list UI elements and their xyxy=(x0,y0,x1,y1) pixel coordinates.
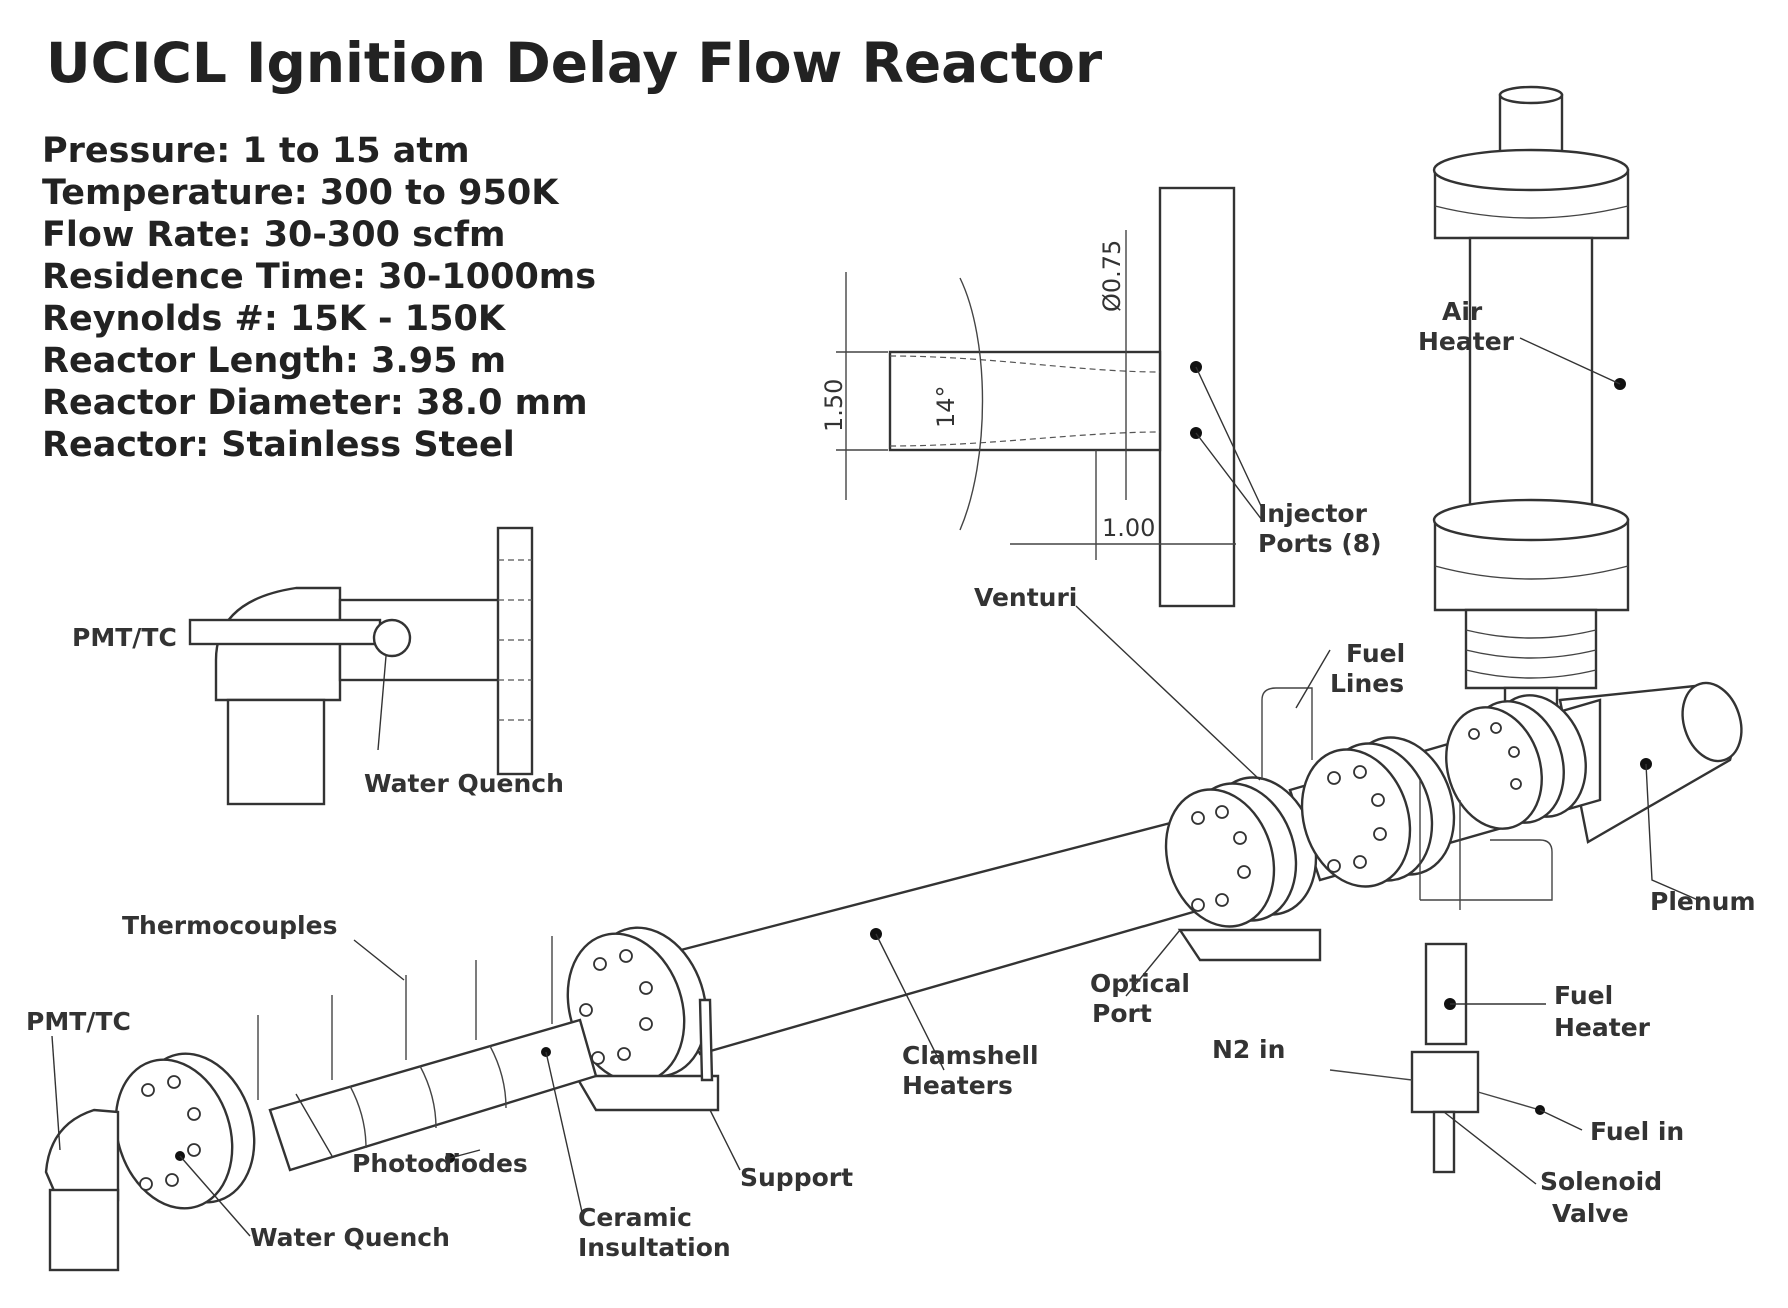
thermocouples-leader xyxy=(353,939,405,981)
label-plenum: Plenum xyxy=(1650,887,1756,916)
photodiodes-leader xyxy=(295,1093,481,1159)
injector-detail: 1.50 14° Ø0.75 1.00 xyxy=(820,186,1263,608)
label-photodiodes: Photodiodes xyxy=(352,1149,528,1178)
label-solenoid-valve-1: Solenoid xyxy=(1540,1167,1662,1196)
spec-reynolds: Reynolds #: 15K - 150K xyxy=(42,299,507,339)
label-fuel-lines-2: Lines xyxy=(1330,669,1404,698)
ceramic-section xyxy=(268,1018,598,1172)
label-air-heater-2: Heater xyxy=(1418,327,1515,356)
inset-quench-port xyxy=(372,618,412,658)
fuel-lines-leader xyxy=(1295,649,1331,709)
venturi-leader xyxy=(1075,605,1261,781)
label-venturi: Venturi xyxy=(974,583,1077,612)
label-fuel-heater-2: Heater xyxy=(1554,1013,1651,1042)
flange-stack-3 xyxy=(1445,694,1587,830)
dim-width: 1.00 xyxy=(1102,514,1155,542)
injector-flange-plate xyxy=(1158,186,1236,608)
spec-list: Pressure: 1 to 15 atm Temperature: 300 t… xyxy=(42,131,596,465)
fuel-heater xyxy=(1424,942,1468,1046)
optical-port-bracket xyxy=(1177,928,1322,962)
flange-stack-1 xyxy=(1164,776,1318,928)
label-water-quench: Water Quench xyxy=(250,1223,450,1252)
dim-angle-arc xyxy=(959,277,984,531)
label-clamshell-heaters-2: Heaters xyxy=(902,1071,1013,1100)
diagram-title: UCICL Ignition Delay Flow Reactor xyxy=(46,31,1102,95)
spec-reactor-material: Reactor: Stainless Steel xyxy=(42,425,515,465)
label-injector-ports-1: Injector xyxy=(1258,499,1368,528)
injector-body xyxy=(888,350,1162,452)
inset-flange xyxy=(496,526,534,776)
leaders xyxy=(51,605,1699,1237)
fuel-line-loop-2 xyxy=(1420,839,1553,901)
air-heater-body xyxy=(1468,236,1594,522)
label-optical-port-2: Port xyxy=(1092,999,1152,1028)
inset-elbow-detail xyxy=(188,526,534,806)
injector-ports-leader xyxy=(1195,366,1263,521)
dim-angle: 14° xyxy=(932,385,960,428)
label-ceramic-insulation-2: Insultation xyxy=(578,1233,731,1262)
water-quench-leader xyxy=(179,1155,251,1237)
spec-pressure: Pressure: 1 to 15 atm xyxy=(42,131,470,171)
air-heater-leader xyxy=(1519,337,1621,385)
air-heater xyxy=(1432,85,1630,710)
thermocouple-probes xyxy=(257,936,553,1100)
inset-quench-leader xyxy=(377,655,387,751)
solenoid-valve xyxy=(1410,1050,1480,1114)
label-fuel-heater-1: Fuel xyxy=(1554,981,1613,1010)
label-pmt-tc-inset: PMT/TC xyxy=(72,623,177,652)
clamshell-leader xyxy=(875,933,945,1071)
label-thermocouples: Thermocouples xyxy=(122,911,337,940)
solenoid-leader xyxy=(1443,1111,1537,1185)
flange-stack-2 xyxy=(1300,736,1456,888)
label-water-quench-inset: Water Quench xyxy=(364,769,564,798)
inset-probe xyxy=(188,618,382,646)
spec-temperature: Temperature: 300 to 950K xyxy=(42,173,560,213)
support-leader xyxy=(709,1109,741,1171)
injector-taper-hidden xyxy=(889,355,1161,447)
label-clamshell-heaters-1: Clamshell xyxy=(902,1041,1039,1070)
inset-elbow-pipe xyxy=(226,698,326,806)
ceramic-leader xyxy=(545,1051,583,1213)
spec-flow-rate: Flow Rate: 30-300 scfm xyxy=(42,215,505,255)
fuel-in-leader xyxy=(1539,1109,1583,1131)
support-bracket xyxy=(573,1074,720,1112)
label-support: Support xyxy=(740,1163,853,1192)
optical-port-leader xyxy=(1125,929,1181,997)
label-fuel-lines-1: Fuel xyxy=(1346,639,1405,668)
label-n2-in: N2 in xyxy=(1212,1035,1285,1064)
plenum-leader xyxy=(1645,763,1699,901)
label-optical-port-1: Optical xyxy=(1090,969,1190,998)
spec-residence-time: Residence Time: 30-1000ms xyxy=(42,257,596,297)
flange-rear xyxy=(114,1052,256,1210)
dim-diameter: Ø0.75 xyxy=(1098,240,1126,312)
label-air-heater-1: Air xyxy=(1442,297,1483,326)
dim-height: 1.50 xyxy=(820,379,848,432)
label-ceramic-insulation-1: Ceramic xyxy=(578,1203,692,1232)
spec-reactor-length: Reactor Length: 3.95 m xyxy=(42,341,506,381)
label-solenoid-valve-2: Valve xyxy=(1552,1199,1629,1228)
spec-reactor-diameter: Reactor Diameter: 38.0 mm xyxy=(42,383,588,423)
fuel-line-loop-1 xyxy=(1261,687,1313,780)
exit-pipe xyxy=(48,1188,120,1272)
label-pmt-tc: PMT/TC xyxy=(26,1007,131,1036)
label-fuel-in: Fuel in xyxy=(1590,1117,1684,1146)
pmt-tc-leader xyxy=(51,1035,61,1151)
exit-elbow xyxy=(44,1108,120,1202)
air-heater-base xyxy=(1464,608,1598,690)
reactor-assembly xyxy=(44,681,1743,1272)
label-injector-ports-2: Ports (8) xyxy=(1258,529,1382,558)
